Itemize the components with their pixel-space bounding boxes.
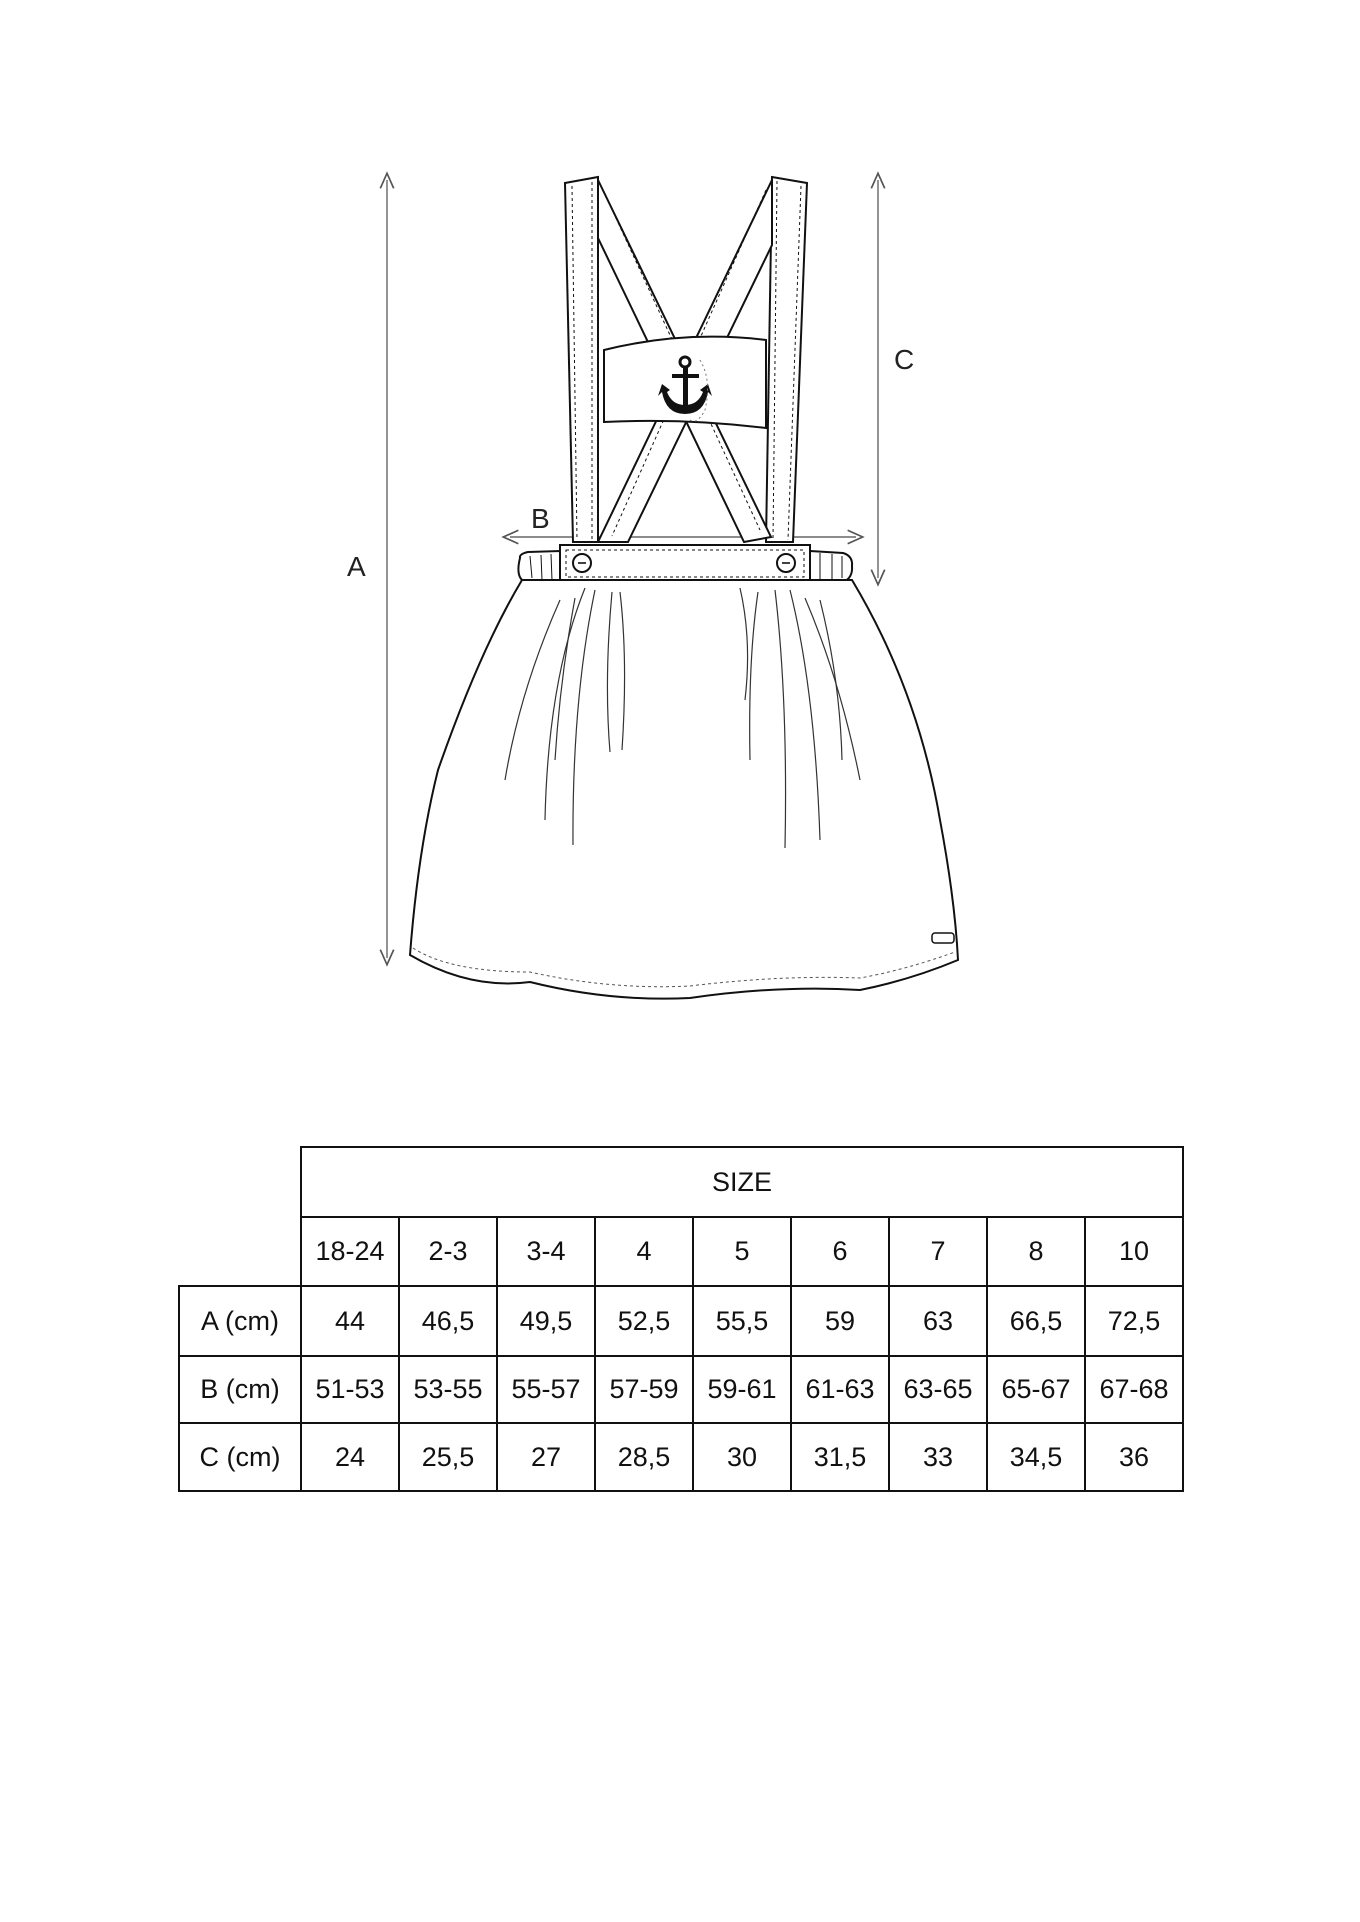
value-cell: 67-68 [1084, 1355, 1184, 1424]
button-left-icon [572, 553, 592, 573]
value-cell: 27 [496, 1422, 596, 1492]
value-cell: 28,5 [594, 1422, 694, 1492]
value-cell: 72,5 [1084, 1285, 1184, 1357]
size-cell: 6 [790, 1216, 890, 1287]
value-cell: 55,5 [692, 1285, 792, 1357]
size-table-body: SIZE 18-24 2-3 3-4 4 5 6 7 8 10 A (cm) 4… [178, 1146, 1184, 1492]
dimension-b-label: B [531, 503, 550, 534]
value-cell: 61-63 [790, 1355, 890, 1424]
dimension-a: A [347, 180, 387, 958]
value-cell: 55-57 [496, 1355, 596, 1424]
table-row: A (cm) 44 46,5 49,5 52,5 55,5 59 63 66,5… [178, 1285, 1184, 1357]
size-cell: 10 [1084, 1216, 1184, 1287]
row-label: C (cm) [178, 1422, 302, 1492]
value-cell: 63-65 [888, 1355, 988, 1424]
value-cell: 30 [692, 1422, 792, 1492]
brand-tab [931, 932, 955, 944]
value-cell: 65-67 [986, 1355, 1086, 1424]
dimension-c-label: C [894, 344, 914, 375]
size-cell: 3-4 [496, 1216, 596, 1287]
size-header: SIZE [300, 1146, 1184, 1218]
table-row: B (cm) 51-53 53-55 55-57 57-59 59-61 61-… [178, 1355, 1184, 1424]
value-cell: 24 [300, 1422, 400, 1492]
table-row: C (cm) 24 25,5 27 28,5 30 31,5 33 34,5 3… [178, 1422, 1184, 1492]
value-cell: 46,5 [398, 1285, 498, 1357]
value-cell: 63 [888, 1285, 988, 1357]
value-cell: 66,5 [986, 1285, 1086, 1357]
value-cell: 34,5 [986, 1422, 1086, 1492]
value-cell: 31,5 [790, 1422, 890, 1492]
size-cell: 18-24 [300, 1216, 400, 1287]
table-corner-cell [179, 1217, 302, 1287]
dimension-b: B [510, 503, 856, 537]
waistband [517, 544, 854, 584]
value-cell: 44 [300, 1285, 400, 1357]
table-corner-cell [179, 1147, 301, 1217]
row-label: A (cm) [178, 1285, 302, 1357]
chest-panel [603, 335, 767, 430]
value-cell: 52,5 [594, 1285, 694, 1357]
size-header-row: SIZE [179, 1146, 1184, 1218]
size-table: SIZE 18-24 2-3 3-4 4 5 6 7 8 10 A (cm) 4… [178, 1146, 1184, 1492]
button-right-icon [776, 553, 796, 573]
size-cell: 2-3 [398, 1216, 498, 1287]
value-cell: 57-59 [594, 1355, 694, 1424]
size-cell: 7 [888, 1216, 988, 1287]
size-cell: 4 [594, 1216, 694, 1287]
value-cell: 36 [1084, 1422, 1184, 1492]
size-list-row: 18-24 2-3 3-4 4 5 6 7 8 10 [179, 1216, 1184, 1287]
value-cell: 49,5 [496, 1285, 596, 1357]
value-cell: 53-55 [398, 1355, 498, 1424]
value-cell: 59-61 [692, 1355, 792, 1424]
dimension-a-label: A [347, 551, 366, 582]
value-cell: 51-53 [300, 1355, 400, 1424]
garment-technical-drawing: A C B [347, 0, 960, 1000]
value-cell: 25,5 [398, 1422, 498, 1492]
value-cell: 59 [790, 1285, 890, 1357]
value-cell: 33 [888, 1422, 988, 1492]
dimension-c: C [878, 180, 914, 578]
size-cell: 8 [986, 1216, 1086, 1287]
skirt-body [408, 579, 960, 1000]
size-cell: 5 [692, 1216, 792, 1287]
anchor-icon [658, 355, 712, 422]
row-label: B (cm) [178, 1355, 302, 1424]
